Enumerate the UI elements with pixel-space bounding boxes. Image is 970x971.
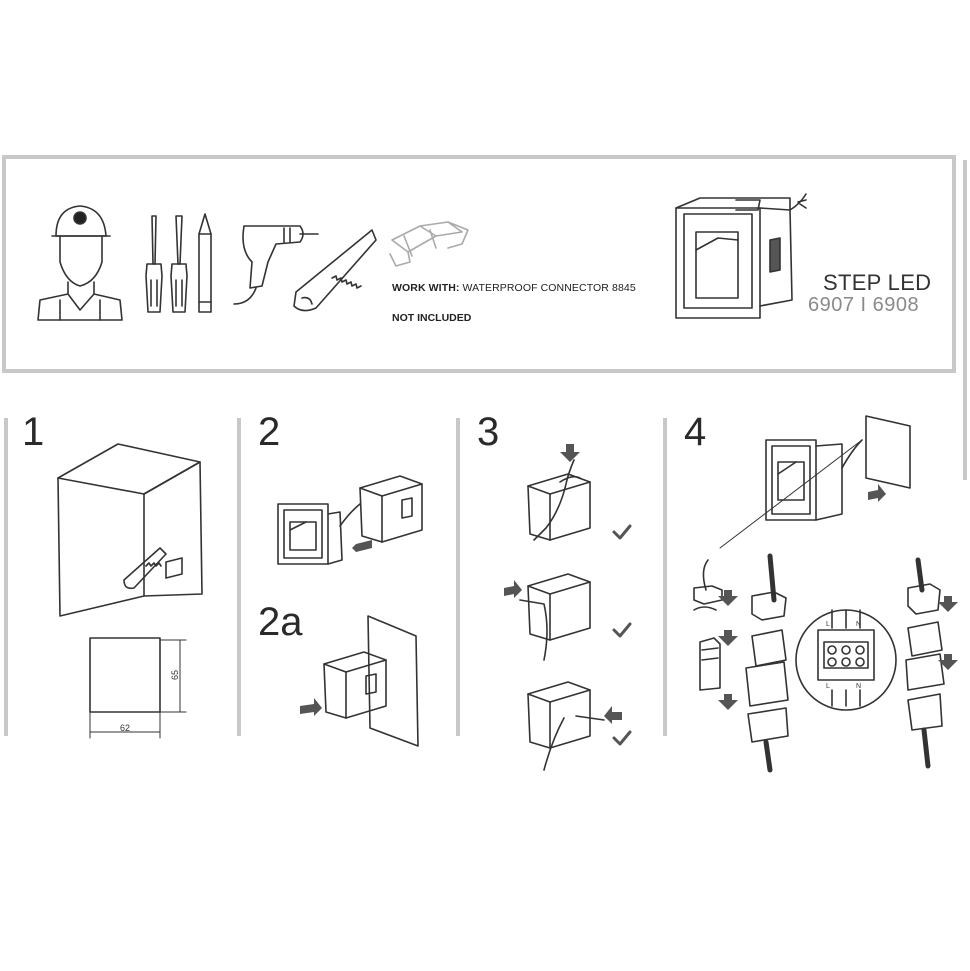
terminal-label-bottom-n: N [856,683,861,690]
right-edge-divider [963,160,967,480]
screwdriver-icon [145,215,188,313]
step-1-wall-cutout [57,443,203,617]
arrow-icon [938,596,958,670]
terminal-label-top-n: N [856,621,861,628]
terminal-label-bottom-l: L [826,683,830,690]
step-4-led-mount [719,415,911,549]
arrow-icon [504,444,622,724]
pencil-icon [198,213,212,313]
installer-icon [37,205,123,321]
step-4-terminal-block [795,609,897,711]
arrow-icon [352,540,372,552]
connector-icon [389,221,469,267]
step-4-connector-middle [745,553,789,773]
step-number-2: 2 [258,410,281,454]
step-2a-box-in-wall [323,615,419,747]
step-4-connector-left [693,559,723,691]
work-with-value: WATERPROOF CONNECTOR 8845 [462,282,636,294]
step-number-1: 1 [22,410,45,454]
drill-icon [233,225,319,305]
step-divider [4,418,8,736]
step-number-2a: 2a [258,600,303,644]
arrow-icon [868,484,886,502]
tools-panel [2,155,956,373]
arrow-icon [718,590,738,710]
arrow-icon [300,698,322,716]
work-with-label: WORK WITH: [392,282,460,294]
step-number-3: 3 [477,410,500,454]
dimension-width: 62 [120,723,130,733]
saw-icon [123,547,167,590]
step-divider [237,418,241,736]
step-1-dimension-drawing [89,637,187,739]
dimension-height: 65 [170,670,180,680]
saw-icon [293,229,377,312]
step-4-connector-right [905,557,945,769]
step-divider [456,418,460,736]
step-number-4: 4 [684,410,707,454]
work-with-note: WORK WITH: WATERPROOF CONNECTOR 8845 [392,282,636,294]
product-name: STEP LED [823,270,932,295]
not-included-note: NOT INCLUDED [392,312,472,324]
step-3-cable-side [519,573,591,661]
step-divider [663,418,667,736]
product-codes: 6907 I 6908 [808,294,920,316]
check-icon [612,524,632,746]
step-2-led-and-box [277,475,423,565]
step-led-icon [675,193,807,319]
step-3-cable-front [527,681,605,771]
terminal-label-top-l: L [826,621,830,628]
step-3-cable-top [527,459,591,541]
